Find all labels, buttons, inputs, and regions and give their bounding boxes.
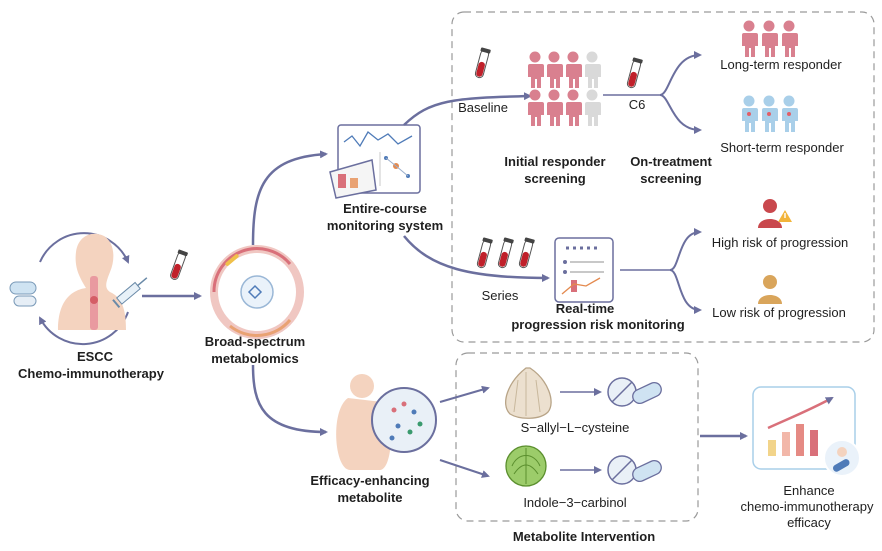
metabolomics-ring-icon (210, 245, 304, 339)
efficacy-label-line2: metabolite (337, 490, 403, 505)
sac-label: S−allyl−L−cysteine (520, 420, 630, 435)
baseline-label: Baseline (458, 100, 508, 115)
long-term-responder-icon (742, 20, 798, 57)
monitoring-label-line2: monitoring system (326, 218, 444, 233)
low-risk-icon (758, 275, 782, 304)
syringe-icon (112, 277, 148, 309)
monitoring-frame (451, 11, 875, 343)
risk-report-icon (554, 237, 614, 303)
series-label: Series (481, 288, 519, 303)
pill-icon (607, 377, 662, 407)
high-risk-icon (758, 199, 792, 228)
enhance-line1: Enhance (783, 483, 835, 498)
on-treatment-line1: On-treatment (630, 154, 712, 169)
initial-screening-line1: Initial responder (504, 154, 606, 169)
c6-tube-icon (625, 56, 644, 90)
realtime-line2: progression risk monitoring (511, 317, 685, 332)
c6-label: C6 (628, 97, 646, 112)
escc-subtitle: Chemo-immunotherapy (18, 366, 164, 381)
metabolomics-label-line1: Broad-spectrum (204, 334, 306, 349)
enhance-line2: chemo-immunotherapy (740, 499, 874, 514)
initial-responder-icon (528, 51, 601, 126)
i3c-label: Indole−3−carbinol (523, 495, 627, 510)
enhance-efficacy-icon (752, 386, 861, 477)
high-risk-label: High risk of progression (711, 235, 849, 250)
on-treatment-line2: screening (640, 171, 702, 186)
low-risk-label: Low risk of progression (712, 305, 846, 320)
body-with-microbiome-icon (336, 374, 437, 470)
monitoring-label-line1: Entire-course (343, 201, 427, 216)
intervention-label: Metabolite Intervention (512, 529, 656, 544)
garlic-icon (505, 367, 552, 419)
intervention-frame (455, 352, 699, 522)
initial-screening-line2: screening (524, 171, 586, 186)
realtime-line1: Real-time (555, 301, 615, 316)
long-term-label: Long-term responder (720, 57, 842, 72)
cabbage-icon (505, 445, 547, 487)
short-term-label: Short-term responder (720, 140, 844, 155)
short-term-responder-icon (742, 95, 798, 132)
pill-icon (607, 455, 662, 485)
series-tubes-icon (475, 236, 536, 270)
enhance-line3: efficacy (787, 515, 831, 530)
baseline-tube-icon (473, 46, 492, 80)
metabolomics-label-line2: metabolomics (211, 351, 299, 366)
efficacy-label-line1: Efficacy-enhancing (310, 473, 430, 488)
monitoring-system-icon (329, 124, 421, 199)
blood-tube-icon (168, 248, 189, 282)
patient-illustration (39, 232, 130, 346)
escc-title: ESCC (76, 349, 114, 364)
capsule-icon (9, 281, 37, 307)
